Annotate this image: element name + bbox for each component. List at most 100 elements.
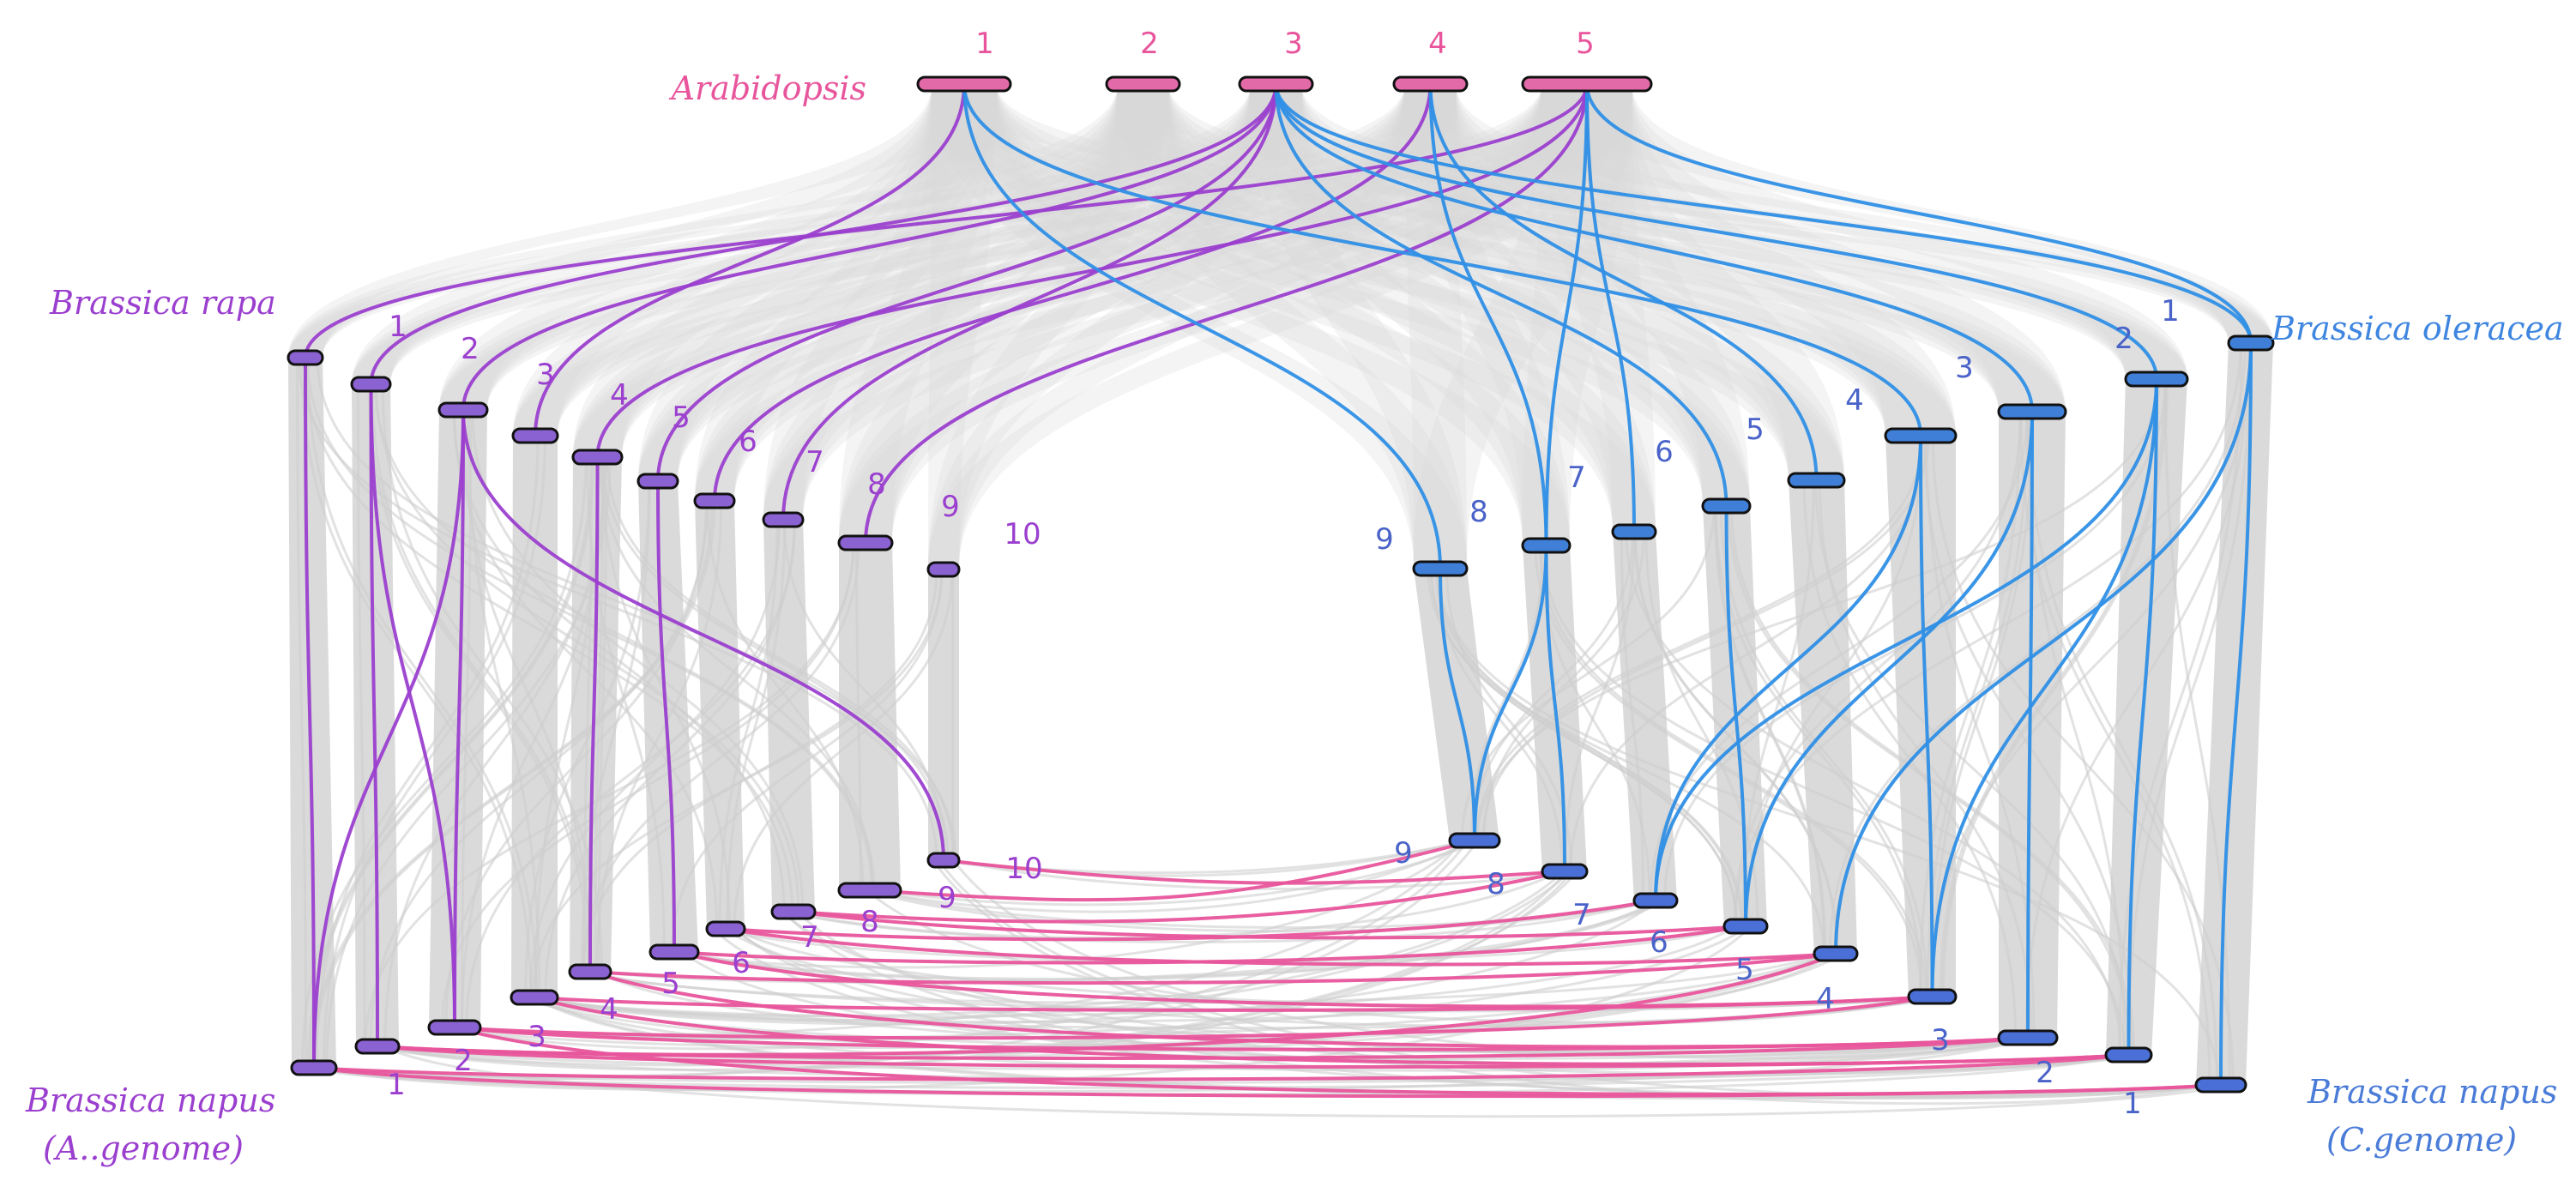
brassica-rapa-chromosome-number: 2	[461, 332, 480, 366]
synteny-line	[671, 569, 944, 953]
synteny-ribbon	[288, 358, 336, 1068]
brassica-napus-c-chromosome-7	[1632, 892, 1679, 909]
synteny-line	[1534, 545, 1923, 997]
synteny-line	[1644, 531, 1759, 927]
synteny-line	[782, 519, 946, 861]
brassica-oleracea-chromosome-number: 8	[1469, 495, 1488, 529]
brassica-rapa-chromosome-number: 4	[610, 378, 629, 413]
blue-synteny-link	[1428, 82, 1548, 547]
synteny-line	[1436, 568, 2220, 1086]
brassica-oleracea-chromosome-5	[1787, 472, 1846, 489]
synteny-ribbon	[928, 84, 1302, 569]
synteny-line	[357, 383, 366, 1047]
synteny-line	[854, 542, 862, 891]
brassica-rapa-chromosome-number: 3	[536, 358, 555, 392]
synteny-line	[534, 456, 600, 998]
brassica-oleracea-chromosome-number: 4	[1845, 383, 1864, 418]
synteny-ribbon	[352, 84, 1632, 384]
genome-label-arabidopsis: Arabidopsis	[669, 69, 866, 107]
brassica-rapa-chromosome-number: 7	[805, 445, 824, 479]
blue-synteny-link	[2026, 410, 2034, 1039]
synteny-ribbon	[1250, 84, 1570, 545]
blue-synteny-link	[1544, 544, 1566, 873]
synteny-ribbon	[1541, 84, 2187, 379]
pink-synteny-link	[792, 910, 1747, 940]
brassica-napus-c-chromosome-9	[1448, 832, 1501, 849]
brassica-oleracea-chromosome-number: 6	[1655, 435, 1674, 469]
synteny-ribbon	[695, 84, 1302, 501]
brassica-napus-a-chromosome-number: 4	[600, 992, 618, 1027]
blue-synteny-link	[1585, 82, 1636, 533]
synteny-ribbon	[763, 84, 1457, 520]
synteny-ribbon	[763, 84, 1169, 520]
blue-synteny-link	[2127, 377, 2158, 1057]
brassica-napus-c-chromosome-number: 4	[1816, 982, 1835, 1016]
synteny-ribbon	[928, 569, 959, 860]
purple-synteny-link	[595, 82, 1589, 459]
brassica-oleracea-chromosome-number: 3	[1955, 351, 1974, 385]
blue-synteny-link	[1274, 82, 2253, 345]
synteny-ribbon	[1117, 84, 1844, 480]
brassica-napus-c-chromosome-8	[1541, 863, 1589, 880]
synteny-line	[582, 456, 593, 973]
blue-synteny-link	[1473, 544, 1548, 842]
brassica-rapa-chromosome-3	[437, 401, 489, 419]
brassica-oleracea-chromosome-6	[1701, 497, 1752, 515]
brassica-napus-c-chromosome-number: 9	[1394, 836, 1413, 871]
synteny-line	[1930, 342, 2252, 997]
brassica-napus-a-chromosome-number: 3	[528, 1020, 546, 1054]
synteny-line	[1469, 545, 1545, 841]
synteny-line	[1814, 479, 2130, 1056]
blue-synteny-link	[1744, 410, 2034, 928]
synteny-line	[595, 500, 723, 973]
synteny-line	[1461, 505, 1716, 841]
blue-synteny-link	[1724, 504, 1747, 928]
brassica-napus-c-chromosome-4	[1907, 988, 1958, 1005]
brassica-napus-a-chromosome-number: 5	[661, 967, 680, 1001]
pink-synteny-link	[533, 996, 2131, 1066]
synteny-ribbon	[1117, 84, 1656, 532]
synteny-line	[383, 456, 606, 1047]
synteny-line	[322, 435, 546, 1069]
synteny-line	[706, 500, 865, 891]
synteny-ribbon	[1250, 84, 1956, 436]
synteny-line	[523, 952, 1826, 1024]
brassica-napus-a-chromosome-4	[510, 989, 559, 1006]
synteny-ribbon	[1404, 84, 1750, 506]
brassica-napus-a-chromosome-2	[354, 1038, 401, 1055]
brassica-rapa-chromosome-number: 9	[941, 490, 960, 524]
synteny-line	[441, 542, 855, 1028]
synteny-ribbon	[288, 84, 997, 358]
synteny-line	[309, 456, 595, 1069]
synteny-ribbon	[1117, 84, 1750, 506]
synteny-ribbon	[573, 84, 1302, 457]
brassica-napus-a-chromosome-9	[837, 882, 902, 899]
synteny-line	[1733, 411, 2023, 927]
synteny-line	[374, 383, 800, 913]
synteny-line	[1434, 568, 1743, 927]
brassica-napus-c-chromosome-5	[1813, 945, 1859, 962]
synteny-line	[1939, 378, 2167, 997]
brassica-rapa-chromosome-number: 5	[672, 401, 691, 435]
synteny-line	[1746, 435, 1924, 927]
synteny-line	[312, 500, 716, 1069]
synteny-line	[1828, 342, 2247, 955]
brassica-rapa-chromosome-5	[571, 449, 624, 466]
synteny-line	[1436, 568, 1564, 872]
blue-synteny-link	[1930, 377, 2158, 998]
brassica-napus-c-chromosome-number: 3	[1931, 1023, 1950, 1057]
synteny-line	[866, 889, 1930, 1024]
synteny-line	[1663, 378, 2168, 901]
synteny-line	[300, 456, 588, 1069]
synteny-ribbon	[763, 84, 997, 520]
brassica-rapa-chromosome-4	[511, 427, 559, 444]
brassica-napus-a-chromosome-8	[770, 903, 817, 920]
synteny-line	[1541, 545, 2127, 1056]
synteny-line	[383, 1045, 2228, 1118]
synteny-ribbon	[513, 84, 1457, 436]
synteny-line	[1926, 411, 2030, 997]
brassica-napus-a-chromosome-10	[926, 852, 961, 869]
synteny-line	[315, 435, 540, 1069]
arabidopsis-chromosome-1	[916, 75, 1012, 93]
synteny-line	[866, 839, 1473, 913]
